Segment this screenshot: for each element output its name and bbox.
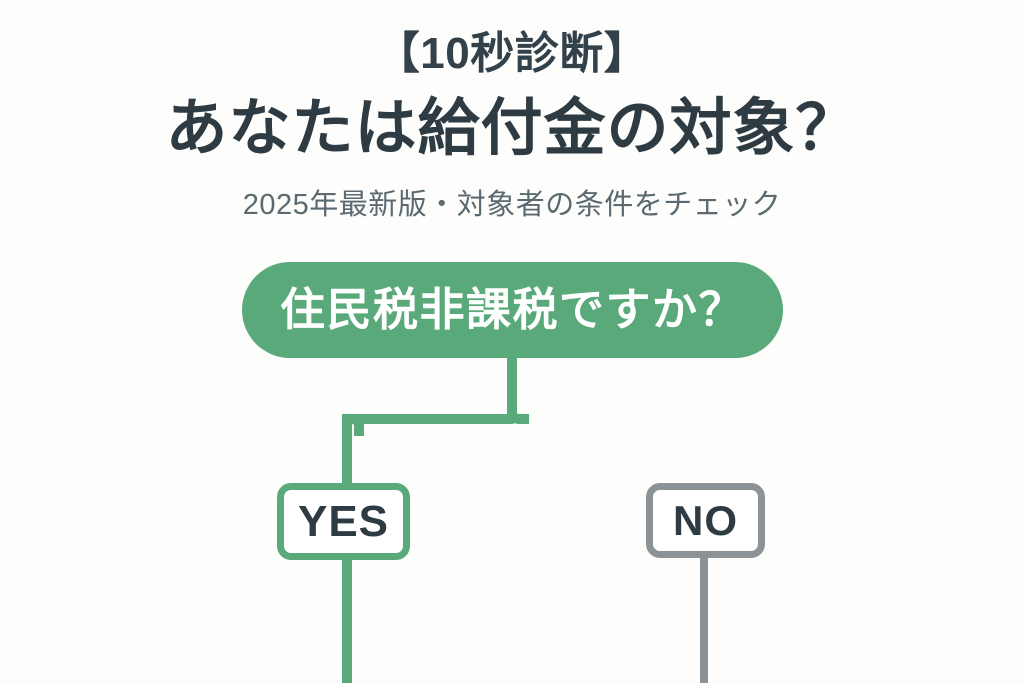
connector-corner-left bbox=[342, 414, 364, 436]
connector-below-yes bbox=[342, 556, 352, 683]
connector-below-no bbox=[700, 554, 708, 683]
connector-pill-down bbox=[507, 352, 517, 414]
question-pill[interactable]: 住民税非課税ですか？ bbox=[242, 262, 783, 358]
connector-horizontal bbox=[342, 414, 517, 424]
connector-corner-right bbox=[507, 402, 529, 424]
answer-label-yes: YES bbox=[297, 496, 390, 546]
page-subtitle: 2025年最新版・対象者の条件をチェック bbox=[242, 189, 782, 221]
answer-label-no: NO bbox=[673, 496, 738, 544]
page-title: あなたは給付金の対象？ bbox=[165, 94, 859, 163]
connector-down-to-yes bbox=[342, 414, 352, 488]
answer-box-no[interactable]: NO bbox=[646, 483, 765, 558]
eyebrow-label: 【10秒診断】 bbox=[375, 29, 649, 78]
question-label: 住民税非課税ですか？ bbox=[279, 284, 745, 335]
answer-box-yes[interactable]: YES bbox=[277, 483, 410, 560]
